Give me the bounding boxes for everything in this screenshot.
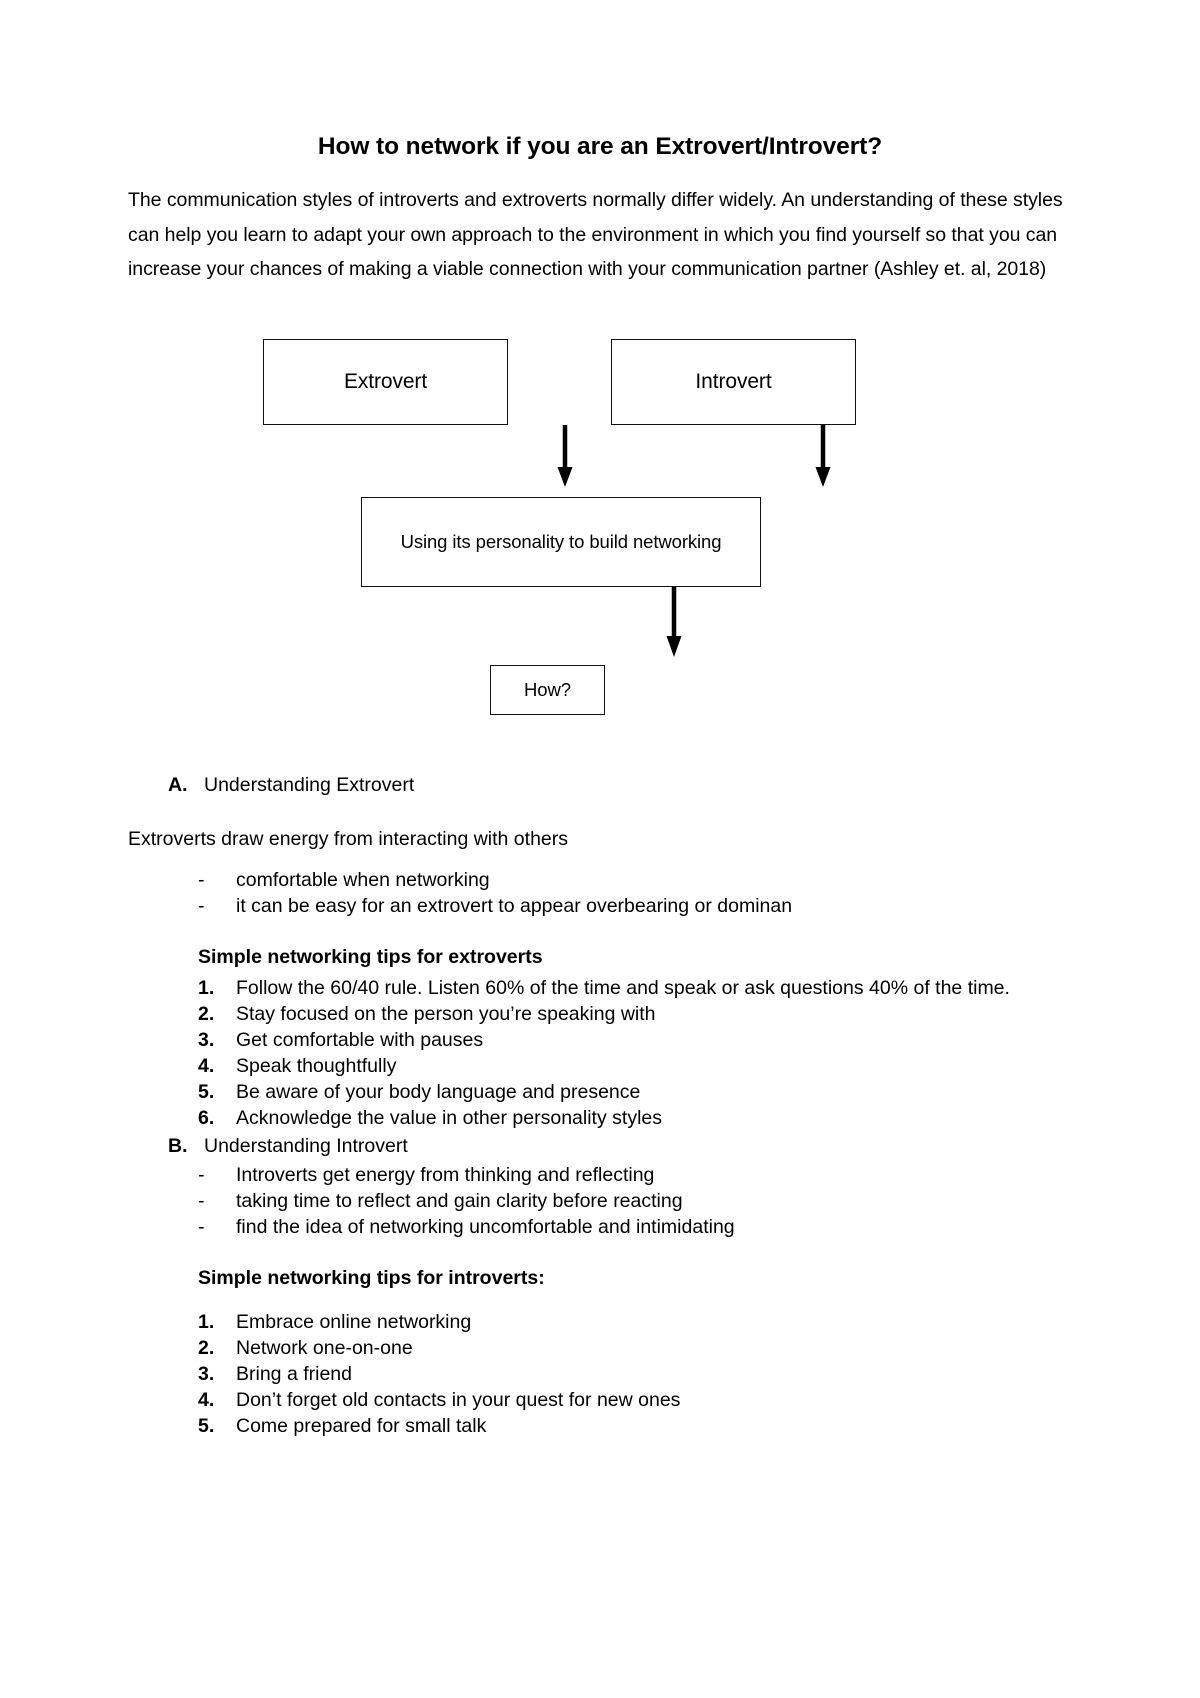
arrow-down-icon-how bbox=[665, 586, 683, 659]
list-item-number: 5. bbox=[198, 1080, 215, 1103]
list-item-text: Bring a friend bbox=[236, 1363, 352, 1386]
list-item: 1. Embrace online networking bbox=[128, 1310, 1072, 1335]
list-item: 5. Be aware of your body language and pr… bbox=[128, 1080, 1072, 1105]
list-item-number: 3. bbox=[198, 1363, 215, 1386]
list-item-text: Follow the 60/40 rule. Listen 60% of the… bbox=[236, 976, 1010, 999]
diagram-box-introvert: Introvert bbox=[611, 338, 856, 425]
list-item: 4. Speak thoughtfully bbox=[128, 1054, 1072, 1079]
list-item-number: 4. bbox=[198, 1389, 215, 1412]
list-item-text: Speak thoughtfully bbox=[236, 1054, 397, 1077]
list-item: - find the idea of networking uncomforta… bbox=[128, 1214, 1072, 1240]
diagram-box-extrovert: Extrovert bbox=[263, 338, 508, 425]
list-item-number: 2. bbox=[198, 1337, 215, 1360]
list-item: 1. Follow the 60/40 rule. Listen 60% of … bbox=[128, 976, 1072, 1001]
diagram-box-using-personality: Using its personality to build networkin… bbox=[361, 496, 761, 587]
section-a-bullet-list: - comfortable when networking - it can b… bbox=[128, 867, 1072, 919]
section-b-tips-list: 1. Embrace online networking 2. Network … bbox=[128, 1310, 1072, 1439]
flow-diagram: Extrovert Introvert Using its personalit… bbox=[128, 321, 1072, 731]
list-item-text: Come prepared for small talk bbox=[236, 1415, 487, 1438]
list-item: - comfortable when networking bbox=[128, 867, 1072, 893]
diagram-box-how-label: How? bbox=[524, 678, 571, 700]
list-item-number: 4. bbox=[198, 1054, 215, 1077]
list-item: 2. Network one-on-one bbox=[128, 1336, 1072, 1361]
diagram-box-how: How? bbox=[490, 664, 605, 715]
arrow-down-icon-extrovert bbox=[556, 424, 574, 489]
list-item-number: 3. bbox=[198, 1028, 215, 1051]
section-b-bullet-list: - Introverts get energy from thinking an… bbox=[128, 1162, 1072, 1240]
list-item-text: Network one-on-one bbox=[236, 1337, 413, 1360]
section-a-tips-list: 1. Follow the 60/40 rule. Listen 60% of … bbox=[128, 976, 1072, 1131]
section-a-tips-heading: Simple networking tips for extroverts bbox=[198, 946, 543, 969]
section-b-tips-heading: Simple networking tips for introverts: bbox=[198, 1266, 545, 1289]
list-item-text: Introverts get energy from thinking and … bbox=[236, 1163, 655, 1186]
list-item-number: 5. bbox=[198, 1415, 215, 1438]
list-item-text: it can be easy for an extrovert to appea… bbox=[236, 895, 793, 918]
body-content: A. Understanding Extrovert Extroverts dr… bbox=[128, 771, 1072, 1439]
dash-marker: - bbox=[198, 1215, 205, 1238]
list-item-text: Embrace online networking bbox=[236, 1311, 472, 1334]
dash-marker: - bbox=[198, 1189, 205, 1212]
section-a-label: Understanding Extrovert bbox=[204, 773, 415, 796]
diagram-box-extrovert-label: Extrovert bbox=[343, 369, 428, 393]
list-item-text: find the idea of networking uncomfortabl… bbox=[236, 1215, 735, 1238]
list-item-text: taking time to reflect and gain clarity … bbox=[236, 1189, 683, 1212]
list-item: 5. Come prepared for small talk bbox=[128, 1414, 1072, 1439]
list-item-number: 2. bbox=[198, 1002, 215, 1025]
section-b-marker: B. bbox=[168, 1134, 188, 1157]
dash-marker: - bbox=[198, 895, 205, 918]
dash-marker: - bbox=[198, 869, 205, 892]
list-item: 2. Stay focused on the person you’re spe… bbox=[128, 1002, 1072, 1027]
page-title: How to network if you are an Extrovert/I… bbox=[317, 133, 883, 160]
list-item: 3. Bring a friend bbox=[128, 1362, 1072, 1387]
list-item: 6. Acknowledge the value in other person… bbox=[128, 1106, 1072, 1131]
section-b-label: Understanding Introvert bbox=[204, 1134, 408, 1157]
diagram-box-using-personality-label: Using its personality to build networkin… bbox=[400, 530, 722, 552]
section-a-heading: A. Understanding Extrovert bbox=[168, 771, 1072, 799]
list-item-number: 1. bbox=[198, 976, 215, 999]
list-item: 3. Get comfortable with pauses bbox=[128, 1028, 1072, 1053]
list-item: - it can be easy for an extrovert to app… bbox=[128, 893, 1072, 919]
list-item-text: Don’t forget old contacts in your quest … bbox=[236, 1389, 681, 1412]
list-item-text: Get comfortable with pauses bbox=[236, 1028, 484, 1051]
intro-paragraph: The communication styles of introverts a… bbox=[128, 189, 1063, 281]
section-b-heading: B. Understanding Introvert bbox=[168, 1132, 1072, 1160]
list-item: 4. Don’t forget old contacts in your que… bbox=[128, 1388, 1072, 1413]
list-item: - taking time to reflect and gain clarit… bbox=[128, 1188, 1072, 1214]
list-item-text: Stay focused on the person you’re speaki… bbox=[236, 1002, 656, 1025]
list-item-text: comfortable when networking bbox=[236, 869, 490, 892]
list-item-text: Acknowledge the value in other personali… bbox=[236, 1106, 662, 1129]
dash-marker: - bbox=[198, 1163, 205, 1186]
list-item-number: 1. bbox=[198, 1311, 215, 1334]
list-item-number: 6. bbox=[198, 1106, 215, 1129]
arrow-down-icon-introvert bbox=[814, 424, 832, 489]
section-a-lead: Extroverts draw energy from interacting … bbox=[128, 828, 569, 851]
section-a-marker: A. bbox=[168, 773, 188, 796]
list-item: - Introverts get energy from thinking an… bbox=[128, 1162, 1072, 1188]
list-item-text: Be aware of your body language and prese… bbox=[236, 1080, 641, 1103]
diagram-box-introvert-label: Introvert bbox=[695, 369, 772, 393]
